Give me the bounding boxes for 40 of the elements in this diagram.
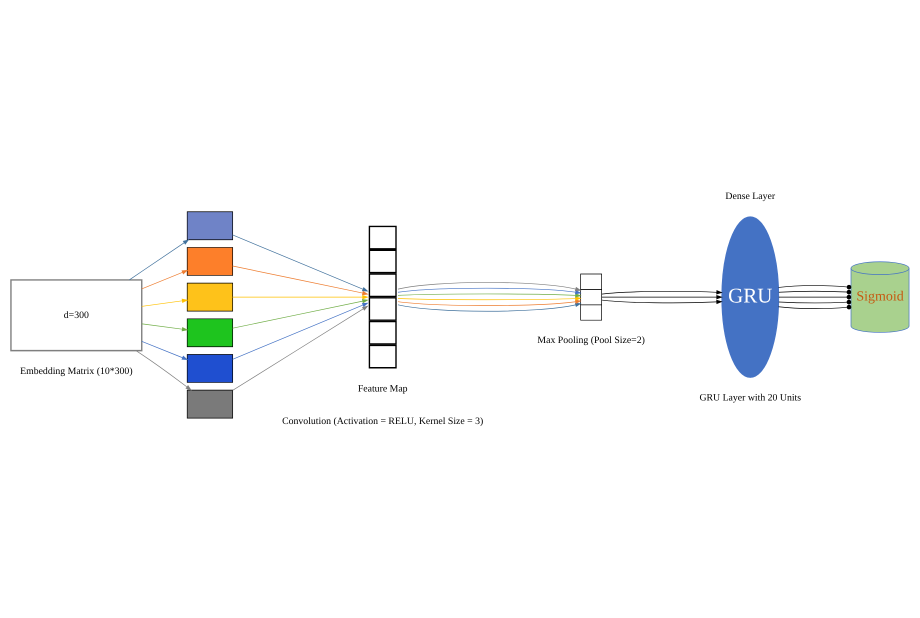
node-box [186, 318, 234, 348]
arrow [398, 302, 582, 312]
node-box [186, 247, 234, 276]
arrow [601, 294, 723, 300]
connector [778, 284, 852, 290]
arrow [398, 300, 582, 306]
arrow [398, 282, 582, 292]
node-box [186, 211, 234, 240]
node-ellipse: GRU [721, 216, 780, 378]
arrow [232, 306, 368, 391]
arrow [141, 298, 188, 307]
arrow [232, 234, 369, 292]
arrow [601, 290, 723, 294]
connector [778, 304, 852, 310]
node-label: Feature Map [358, 383, 408, 394]
label: Dense Layer [725, 190, 776, 202]
arrow [128, 239, 190, 280]
node-box [186, 354, 234, 383]
arrow [141, 340, 188, 360]
arrow [398, 293, 582, 298]
arrow [141, 324, 188, 332]
arrow [398, 296, 582, 301]
node-box: d=300 [10, 279, 142, 352]
node-label: GRU Layer with 20 Units [699, 392, 802, 404]
label: Convolution (Activation = RELU, Kernel Size = 3) [282, 416, 484, 428]
node-label: Max Pooling (Pool Size=2) [537, 335, 645, 346]
arrow [601, 300, 723, 304]
connector [778, 294, 852, 300]
arrow [232, 299, 369, 329]
arrow [232, 294, 369, 300]
arrow [141, 270, 188, 290]
node-label: Embedding Matrix (10*300) [20, 366, 133, 377]
arrow [232, 302, 369, 360]
arrow [136, 350, 192, 391]
arrow [232, 266, 369, 296]
node-box [186, 282, 234, 312]
arrow [398, 288, 582, 294]
connector [778, 290, 852, 294]
connector [778, 300, 852, 304]
node-box [186, 390, 234, 418]
